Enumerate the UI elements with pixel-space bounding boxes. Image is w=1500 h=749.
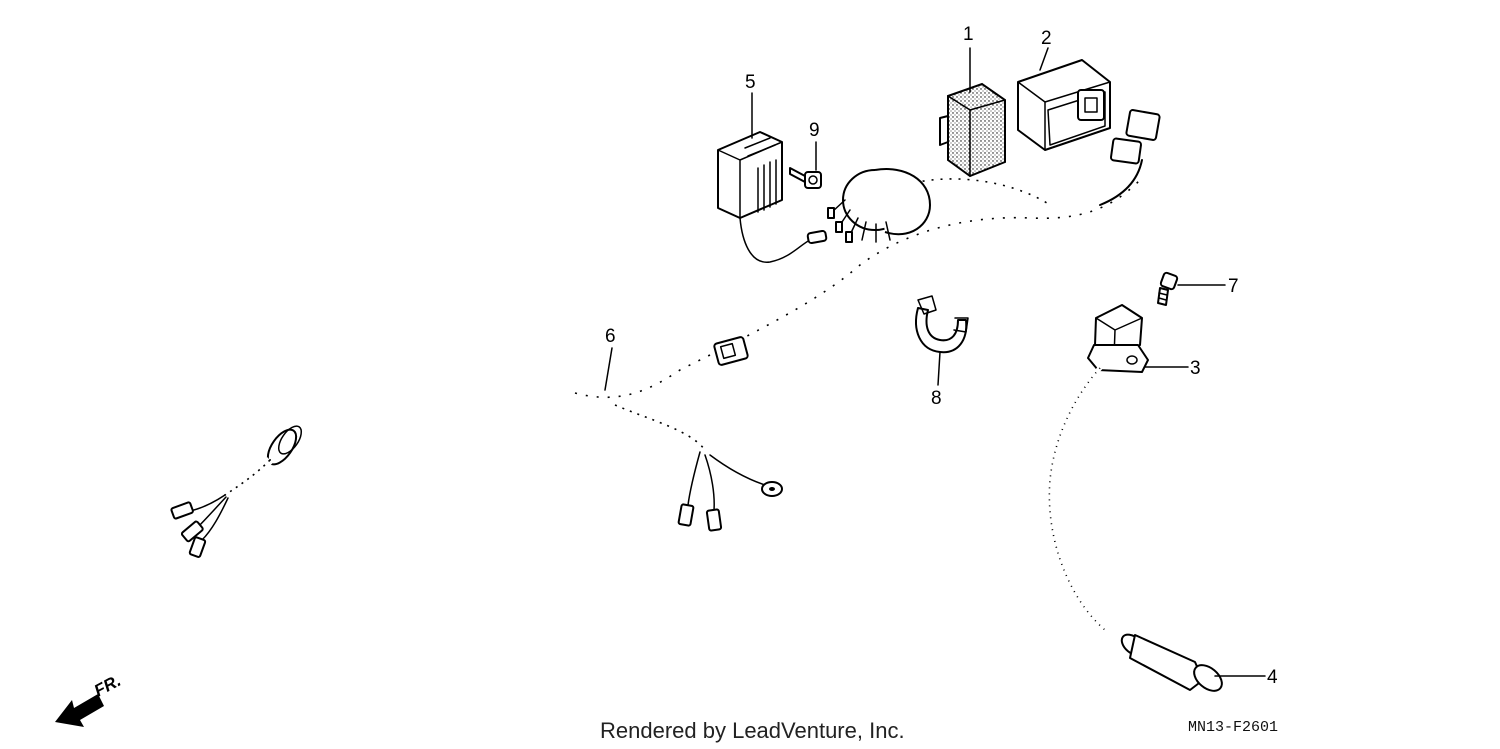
callout-1: 1 [963,24,974,45]
bolt-part-9[interactable] [789,167,822,189]
ignition-coil-part-3[interactable] [1046,304,1149,633]
regulator-rectifier-part-5[interactable] [717,131,828,263]
harness-connector [713,336,749,366]
switch-body [827,168,931,243]
callout-7: 7 [1228,276,1239,297]
bolt-part-7[interactable] [1157,271,1179,306]
callout-labels: 1 2 3 4 5 6 7 8 9 [605,24,1278,688]
band-clip-part-8[interactable] [915,295,969,354]
callout-4: 4 [1267,667,1278,688]
wire-harness-part-6[interactable] [170,159,1146,558]
module-part-2[interactable] [1017,59,1161,165]
callout-2: 2 [1041,28,1052,49]
diagram-code: MN13-F2601 [1188,719,1278,736]
callout-6: 6 [605,326,616,347]
plug-cap-part-4[interactable] [1118,631,1227,696]
callout-3: 3 [1190,358,1201,379]
front-direction-indicator: FR. [55,671,124,727]
callout-5: 5 [745,72,756,93]
callout-8: 8 [931,388,942,409]
cdi-unit-part-1[interactable] [939,82,1006,178]
callout-9: 9 [809,120,820,141]
direction-arrow-icon [55,694,104,727]
leader-lines [604,47,1266,677]
footer-credit: Rendered by LeadVenture, Inc. [600,718,905,743]
